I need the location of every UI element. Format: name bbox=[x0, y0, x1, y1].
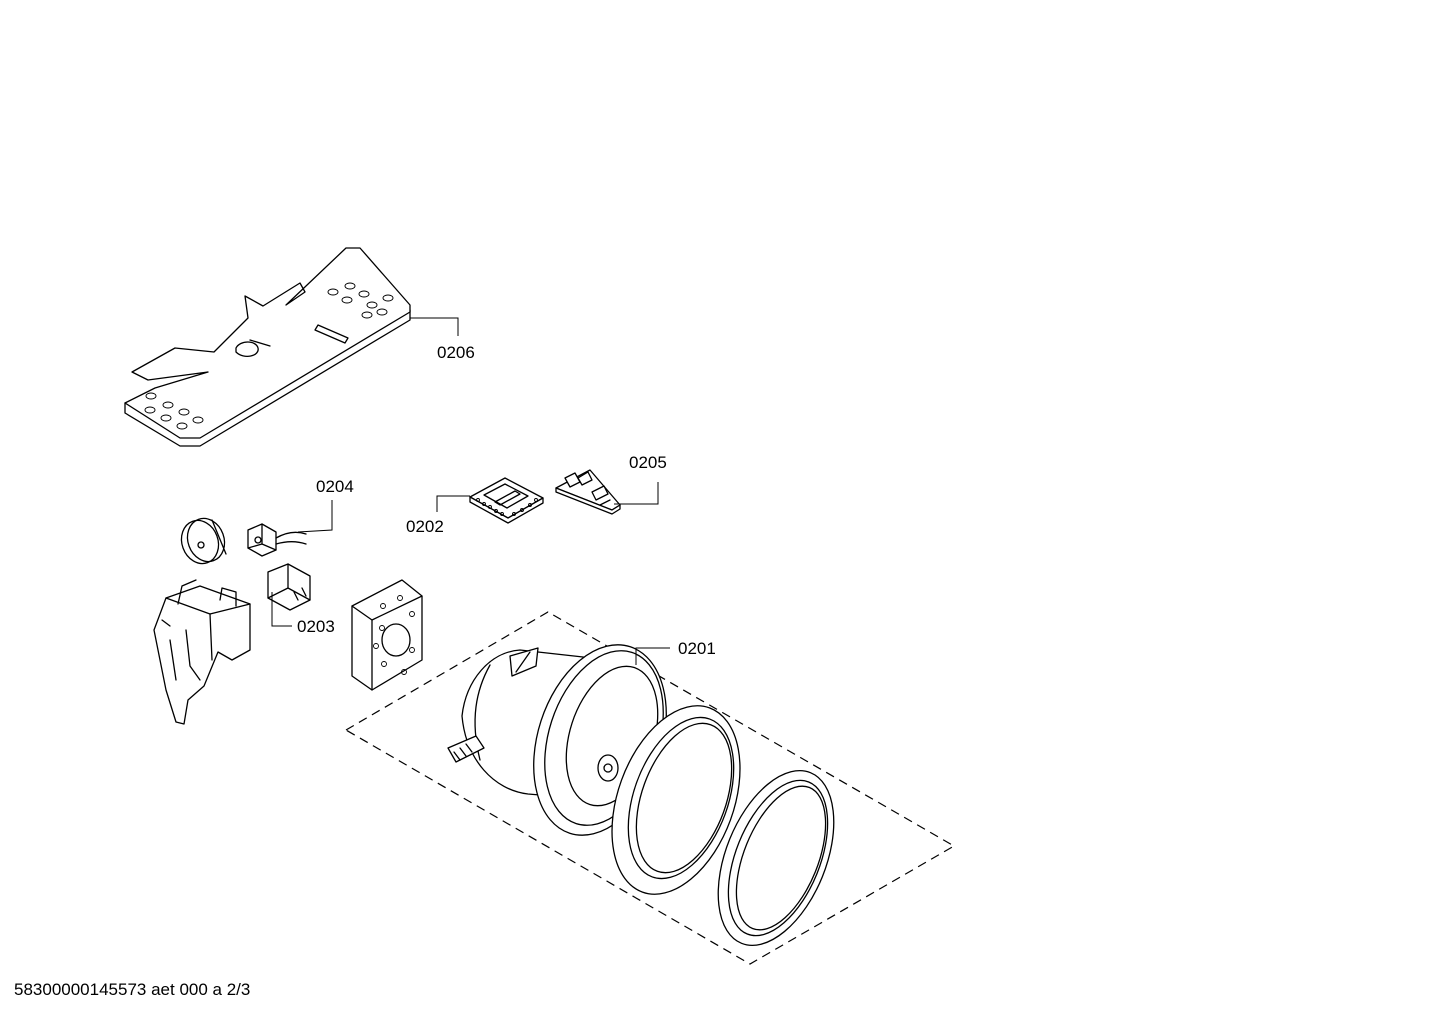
callout-0205: 0205 bbox=[629, 453, 667, 472]
leader-0205 bbox=[614, 482, 659, 505]
part-0205-sensor-board bbox=[555, 469, 621, 515]
callout-0203: 0203 bbox=[297, 617, 335, 636]
callout-0202: 0202 bbox=[406, 517, 444, 536]
part-0201-fan-motor-assembly bbox=[344, 611, 956, 965]
leader-lines bbox=[271, 317, 670, 665]
leader-0203 bbox=[271, 592, 292, 627]
document-id-footer: 58300000145573 aet 000 a 2/3 bbox=[14, 980, 251, 999]
part-mounting-flange bbox=[351, 579, 423, 691]
part-0203-relay bbox=[267, 563, 311, 611]
leader-0204 bbox=[297, 500, 333, 533]
callout-0204: 0204 bbox=[316, 477, 354, 496]
callout-0201: 0201 bbox=[678, 639, 716, 658]
leader-0202 bbox=[436, 495, 470, 512]
leader-0201 bbox=[635, 647, 670, 665]
assembly-outline bbox=[344, 611, 956, 965]
leader-0206 bbox=[410, 317, 459, 336]
part-0206-mounting-plate bbox=[124, 247, 411, 447]
part-0202-control-board bbox=[469, 477, 544, 524]
part-housing-bracket bbox=[153, 579, 251, 725]
callout-0206: 0206 bbox=[437, 343, 475, 362]
part-0204-encoder-knob bbox=[180, 517, 227, 565]
part-0204-sensor-with-wires bbox=[247, 523, 307, 557]
